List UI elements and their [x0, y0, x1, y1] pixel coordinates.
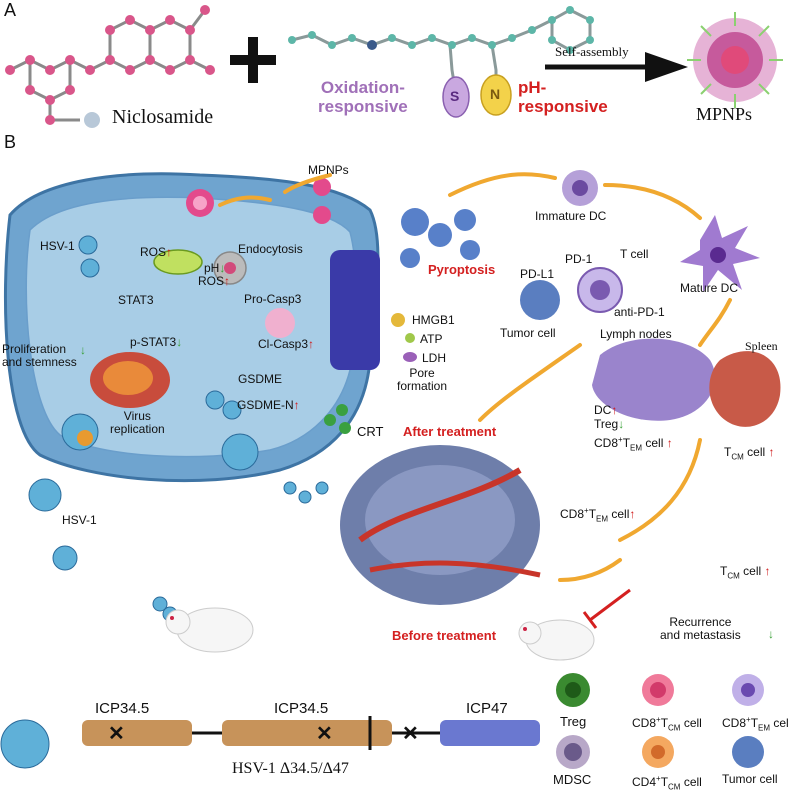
- oxidation-responsive-label: Oxidation- responsive: [318, 78, 408, 116]
- legend-cd4-tcm-icon: [642, 736, 674, 768]
- legend-cd8-tem-icon: [732, 674, 764, 706]
- genome-map: [82, 716, 540, 750]
- endocytosis-label: Endocytosis: [238, 242, 303, 256]
- tumor-cell-small: [520, 280, 560, 320]
- tumor-cell-b-label: Tumor cell: [500, 326, 556, 340]
- t-cell-label: T cell: [620, 247, 649, 261]
- spleen: [709, 351, 781, 427]
- cd8-tem-up-label: CD8+TEM cell ↑: [594, 435, 673, 453]
- atp-dot: [405, 333, 415, 343]
- legend-cd4-tcm-label: CD4+TCM cell: [632, 774, 702, 792]
- before-treatment-label: Before treatment: [392, 628, 497, 643]
- pd1-label: PD-1: [565, 252, 593, 266]
- plus-sign: [230, 37, 276, 83]
- mpnps-b-label: MPNPs: [308, 163, 349, 177]
- hmgb1-label: HMGB1: [412, 313, 455, 327]
- legend-treg-label: Treg: [560, 714, 587, 729]
- icp345-right-label: ICP34.5: [274, 700, 329, 717]
- ros-label: ROS↑: [140, 245, 173, 259]
- after-treatment-label: After treatment: [403, 424, 497, 439]
- mature-dc: [680, 215, 760, 292]
- ros-up-label: ROS↑: [198, 274, 231, 288]
- pro-casp3-label: Pro-Casp3: [244, 292, 302, 306]
- hmgb1-dot: [391, 313, 405, 327]
- gsdme-pore: [330, 250, 380, 370]
- tcm-up-label-2: TCM cell ↑: [720, 564, 771, 581]
- proliferation-label: Proliferation and stemness: [2, 342, 77, 369]
- treg-down-label: Treg↓: [594, 417, 625, 431]
- lymph-nodes-label: Lymph nodes: [600, 327, 672, 341]
- icp47-label: ICP47: [466, 700, 508, 717]
- legend-mdsc-icon: [556, 735, 590, 769]
- legend-mdsc-label: MDSC: [553, 772, 592, 787]
- ph-responsive-unit: [480, 74, 512, 116]
- flow-arrows: [218, 172, 732, 582]
- mpnps-small: [186, 178, 331, 338]
- chlorine-atom: [84, 112, 100, 128]
- dc-up-label: DC↑: [594, 403, 618, 417]
- mpnp-particle-large: [687, 12, 783, 108]
- pdl1-label: PD-L1: [520, 267, 555, 281]
- legend-tumor-icon: [732, 736, 764, 768]
- spleen-label: Spleen: [745, 339, 778, 353]
- legend-cd8-tcm-icon: [642, 674, 674, 706]
- icp345-left-deletion-mark: ✕: [108, 723, 125, 745]
- proliferation-arrow: ↓: [80, 343, 86, 357]
- gsdme-label: GSDME: [238, 372, 283, 386]
- mitochondrion: [153, 249, 203, 275]
- icp345-left-label: ICP34.5: [95, 700, 150, 717]
- panel-b-letter: B: [4, 132, 17, 152]
- hsv1-bottom-label: HSV-1: [62, 513, 97, 527]
- anti-pd1-label: anti-PD-1: [614, 305, 665, 319]
- icp47-deletion-mark: ✕: [402, 723, 419, 745]
- panel-a-letter: A: [4, 0, 17, 20]
- gsdme-n-label: GSDME-N↑: [237, 398, 300, 412]
- cd8-tem-up-label-2: CD8+TEM cell↑: [560, 506, 636, 524]
- polymer-atoms: [288, 6, 594, 54]
- ldh-label: LDH: [422, 351, 447, 365]
- tcm-up-label-1: TCM cell ↑: [724, 445, 775, 462]
- pyroptotic-debris: [400, 208, 480, 268]
- mouse-right: [518, 619, 595, 661]
- mpnps-top-label: MPNPs: [696, 104, 753, 124]
- nucleus: [90, 352, 170, 408]
- atp-label: ATP: [420, 332, 443, 346]
- crt-label: CRT: [357, 424, 384, 439]
- inhibition-line: [589, 588, 631, 622]
- s-glyph: S: [450, 88, 460, 104]
- pore-formation-label: Pore formation: [397, 366, 448, 393]
- oxidation-responsive-unit: [442, 76, 470, 118]
- icp345-right-deletion-mark: ✕: [316, 723, 333, 745]
- legend-cd8-tem-label: CD8+TEM cell: [722, 715, 789, 733]
- niclosamide-atoms: [5, 5, 215, 125]
- stat3-label: STAT3: [118, 293, 154, 307]
- hsv1-top-label: HSV-1: [40, 239, 75, 253]
- immature-dc-label: Immature DC: [535, 209, 607, 223]
- hsv1-virions: [0, 235, 329, 769]
- mouse-left: [165, 607, 254, 653]
- n-glyph: N: [490, 86, 501, 102]
- recurrence-arrow: ↓: [768, 627, 774, 641]
- mature-dc-label: Mature DC: [680, 281, 739, 295]
- lymph-node: [592, 338, 716, 421]
- crt-molecule: [324, 404, 351, 434]
- immature-dc: [562, 170, 598, 206]
- legend-treg-icon: [556, 673, 590, 707]
- cl-casp3-label: Cl-Casp3↑: [258, 337, 315, 351]
- virus-replication-label: Virus replication: [110, 409, 165, 436]
- legend-cd8-tcm-label: CD8+TCM cell: [632, 715, 702, 733]
- ldh-dot: [403, 352, 417, 362]
- p-stat3-label: p-STAT3↓: [130, 335, 183, 349]
- recurrence-label: Recurrence and metastasis: [660, 615, 741, 642]
- tumor-mass: [340, 445, 541, 605]
- legend-tumor-label: Tumor cell: [722, 772, 778, 786]
- niclosamide-label: Niclosamide: [112, 106, 214, 128]
- ph-responsive-label: pH- responsive: [518, 78, 608, 116]
- self-assembly-arrow: [545, 52, 688, 82]
- self-assembly-label: Self-assembly: [555, 44, 629, 59]
- genome-caption: HSV-1 Δ34.5/Δ47: [232, 760, 349, 777]
- pyroptosis-label: Pyroptosis: [428, 262, 496, 277]
- ph-down-label: pH↓: [204, 261, 226, 275]
